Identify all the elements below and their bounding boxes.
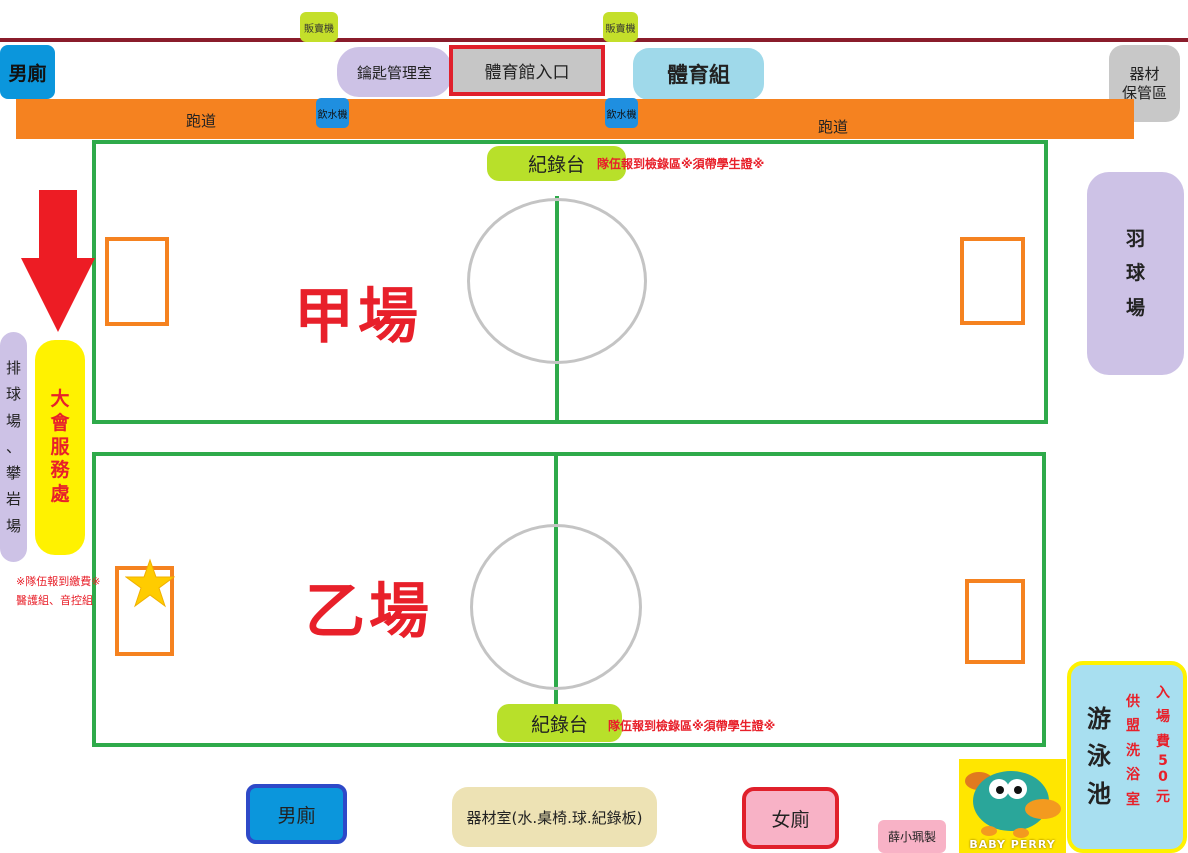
women-restroom[interactable]: 女廁 (742, 787, 839, 849)
volleyball-climbing-area[interactable]: 排 球 場 、 攀 岩 場 (0, 332, 27, 562)
left-notes: ※隊伍報到繳費※ 醫護組、音控組 (16, 572, 100, 611)
court-a-checkin-note: 隊伍報到檢錄區※須帶學生證※ (597, 157, 765, 171)
water-fountain-label: 飲水機 (606, 109, 637, 121)
pool-col1-char-4: 室 (1126, 791, 1140, 808)
vending-machine-left[interactable]: 販賣機 (300, 12, 338, 42)
men-restroom-top[interactable]: 男廁 (0, 45, 55, 99)
badminton-char-2: 場 (1125, 296, 1145, 319)
badminton-char-1: 球 (1125, 262, 1145, 285)
vending-machine-right[interactable]: 販賣機 (603, 12, 638, 42)
water-fountain-left[interactable]: 飲水機 (316, 98, 349, 128)
service-desk[interactable]: 大 會 服 務 處 (35, 340, 85, 555)
storage-label-line2: 保管區 (1121, 83, 1167, 102)
pool-name-char-1: 泳 (1087, 742, 1111, 771)
entrance-label: 體育館入口 (484, 63, 570, 83)
court-b-name: 乙場 (305, 577, 433, 647)
pool-col2-char-5: 元 (1156, 788, 1170, 805)
volley-char-6: 場 (5, 516, 21, 535)
pool-name-char-0: 游 (1087, 705, 1111, 734)
court-a-right-basket-zone (960, 237, 1025, 325)
volley-char-4: 攀 (5, 464, 21, 483)
service-char-4: 處 (50, 483, 70, 506)
volley-char-2: 場 (5, 411, 21, 430)
gym-entrance[interactable]: 體育館入口 (449, 45, 605, 96)
men-restroom-bottom[interactable]: 男廁 (246, 784, 347, 844)
top-boundary-line (0, 38, 1188, 42)
court-a-left-basket-zone (105, 237, 169, 326)
pool-col2-char-1: 場 (1156, 709, 1170, 726)
pool-note-col1: 供 盟 洗 浴 室 (1126, 665, 1140, 837)
credit-label: 薛小珮製 (887, 830, 936, 844)
court-b-left-basket-zone (115, 566, 174, 656)
left-note-line1: ※隊伍報到繳費※ (16, 575, 101, 588)
pool-col1-char-2: 洗 (1126, 742, 1140, 759)
pool-name: 游 泳 池 (1087, 665, 1111, 849)
vending-machine-label: 販賣機 (605, 23, 636, 35)
vending-machine-label: 販賣機 (304, 23, 334, 35)
pe-group-office[interactable]: 體育組 (633, 48, 764, 100)
men-restroom-bottom-label: 男廁 (277, 804, 316, 827)
court-a-record-table[interactable]: 紀錄台 (487, 146, 626, 181)
pool-note-col2: 入 場 費 5 0 元 (1156, 665, 1170, 825)
track-label-left: 跑道 (186, 112, 217, 130)
service-char-1: 會 (50, 411, 70, 434)
service-char-0: 大 (50, 388, 70, 411)
court-b-checkin-note: 隊伍報到檢錄區※須帶學生證※ (608, 719, 776, 733)
baby-perry-logo: BABY PERRY (959, 759, 1066, 853)
track-label-right: 跑道 (818, 118, 849, 136)
logo-caption: BABY PERRY (969, 838, 1056, 851)
pool-col2-char-3: 5 (1158, 753, 1168, 770)
service-char-2: 服 (50, 435, 70, 458)
pool-col1-char-1: 盟 (1126, 718, 1140, 735)
equipment-room-label: 器材室(水.桌椅.球.紀錄板) (466, 808, 643, 827)
court-a-center-circle (467, 198, 647, 364)
pool-name-char-2: 池 (1087, 779, 1111, 808)
court-b-record-table-label: 紀錄台 (530, 713, 588, 736)
pe-group-label: 體育組 (667, 63, 730, 87)
pool-col2-char-0: 入 (1156, 684, 1170, 701)
running-track: 跑道 跑道 (16, 99, 1134, 139)
court-a-name: 甲場 (294, 282, 422, 352)
volley-char-1: 球 (5, 385, 21, 404)
men-restroom-top-label: 男廁 (8, 62, 47, 85)
court-b-right-basket-zone (965, 579, 1025, 664)
swimming-pool[interactable]: 游 泳 池 供 盟 洗 浴 室 入 場 費 5 0 元 (1067, 661, 1187, 853)
volley-char-5: 岩 (5, 490, 21, 509)
pool-col1-char-0: 供 (1126, 693, 1140, 710)
volley-char-3: 、 (5, 437, 21, 456)
arrow-down-icon (21, 258, 95, 332)
water-fountain-right[interactable]: 飲水機 (605, 98, 638, 128)
equipment-room[interactable]: 器材室(水.桌椅.球.紀錄板) (452, 787, 657, 847)
star-icon (125, 558, 175, 608)
court-b-record-table[interactable]: 紀錄台 (497, 704, 622, 742)
key-room-label: 鑰匙管理室 (356, 63, 432, 82)
pool-col2-char-2: 費 (1156, 733, 1170, 750)
arrow-down-icon-shaft (39, 190, 77, 262)
credit-tag: 薛小珮製 (878, 820, 946, 853)
badminton-char-0: 羽 (1125, 228, 1145, 251)
water-fountain-label: 飲水機 (317, 109, 348, 121)
pool-col1-char-3: 浴 (1126, 767, 1140, 784)
left-note-line2: 醫護組、音控組 (16, 594, 93, 608)
storage-label-line1: 器材 (1129, 64, 1160, 83)
court-a-record-table-label: 紀錄台 (527, 154, 585, 176)
service-char-3: 務 (50, 459, 70, 482)
key-management-room[interactable]: 鑰匙管理室 (337, 47, 452, 97)
badminton-court[interactable]: 羽 球 場 (1087, 172, 1184, 375)
platypus-icon (965, 771, 1061, 838)
women-restroom-label: 女廁 (771, 808, 810, 831)
volley-char-0: 排 (5, 359, 21, 378)
pool-col2-char-4: 0 (1158, 768, 1168, 785)
court-b[interactable] (92, 452, 1046, 747)
court-b-center-circle (470, 524, 642, 690)
